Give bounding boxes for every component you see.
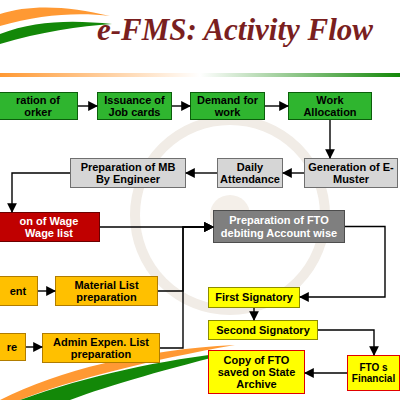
flag-swoosh-green — [0, 22, 112, 44]
flow-arrow — [100, 226, 213, 227]
process-box: Daily Attendance — [217, 158, 283, 188]
node-text: Material List preparation — [58, 279, 155, 304]
node-text: re — [7, 341, 17, 353]
process-box: Work Allocation — [288, 92, 372, 120]
process-box: Generation of E-Muster — [304, 158, 398, 188]
slide-title: e-FMS: Activity Flow — [90, 12, 380, 48]
process-box: Material List preparation — [55, 276, 158, 306]
flow-arrow — [12, 173, 70, 212]
flow-arrow — [300, 227, 385, 298]
flow-arrow — [78, 105, 97, 106]
node-text: on of Wage Wage list — [14, 215, 84, 240]
flow-arrow — [26, 346, 42, 347]
wage-list-box: on of Wage Wage list — [0, 212, 100, 242]
node-text: Issuance of Job cards — [100, 94, 169, 119]
node-text: Work Allocation — [291, 94, 369, 119]
flow-arrow — [265, 105, 288, 106]
flow-arrow — [283, 172, 304, 173]
flow-arrow — [318, 330, 374, 355]
cut-box: ent — [0, 276, 38, 306]
process-box: Admin Expen. List preparation — [42, 333, 160, 363]
node-text: FTO s Financial — [350, 362, 397, 384]
flow-arrow — [329, 120, 330, 158]
node-text: ration of orker — [1, 94, 75, 119]
node-text: Admin Expen. List preparation — [45, 336, 157, 361]
node-text: Preparation of MB By Engineer — [73, 161, 183, 186]
start-box: ration of orker — [0, 92, 78, 120]
title-rule — [0, 73, 400, 77]
process-box: Issuance of Job cards — [97, 92, 172, 120]
node-text: ent — [10, 285, 27, 297]
node-text: Demand for work — [193, 94, 262, 119]
process-box: Demand for work — [190, 92, 265, 120]
fto-sent-box: FTO s Financial — [347, 355, 400, 391]
flow-arrow — [253, 308, 254, 320]
node-text: First Signatory — [215, 291, 293, 303]
cut-box: re — [0, 333, 26, 361]
node-text: Copy of FTO saved on State Archive — [211, 354, 302, 391]
flow-arrow — [172, 105, 190, 106]
flow-arrow — [305, 372, 347, 373]
flow-arrow — [158, 227, 213, 291]
signatory-box: First Signatory — [208, 287, 300, 308]
process-box: Preparation of MB By Engineer — [70, 158, 186, 188]
fto-box: Preparation of FTO debiting Account wise — [213, 210, 345, 243]
flow-arrow — [160, 227, 213, 348]
node-text: Daily Attendance — [220, 161, 280, 186]
flow-arrow — [38, 290, 55, 291]
node-text: Second Signatory — [216, 324, 310, 336]
node-text: Generation of E-Muster — [307, 161, 395, 186]
signatory-box: Second Signatory — [208, 320, 318, 340]
node-text: Preparation of FTO debiting Account wise — [216, 214, 342, 239]
flow-arrow — [186, 172, 217, 173]
archive-box: Copy of FTO saved on State Archive — [208, 350, 305, 394]
